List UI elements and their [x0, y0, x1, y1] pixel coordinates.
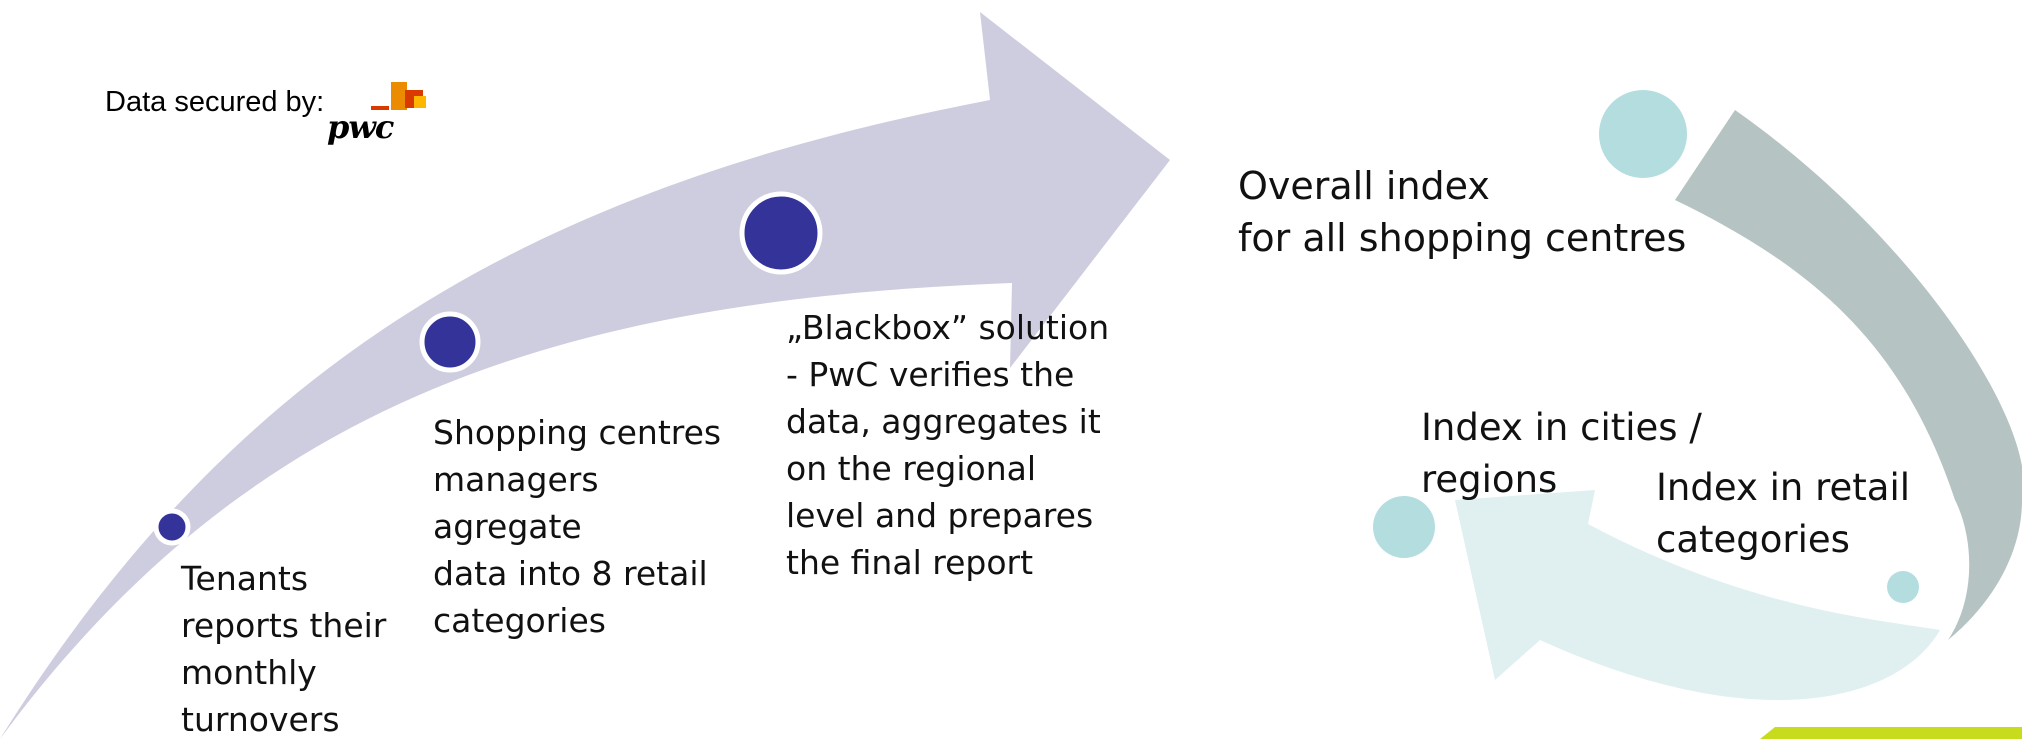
cities-index-label: Index in cities / regions — [1421, 406, 1702, 501]
cycle-dot-small — [1887, 571, 1919, 603]
pwc-logo: pwc — [327, 108, 394, 146]
step-2-label: Shopping centres managers agregate data … — [433, 413, 722, 640]
overall-index-label: Overall index for all shopping centres — [1238, 164, 1687, 260]
step-dot-3 — [739, 191, 823, 275]
data-secured-label: Data secured by: — [105, 86, 325, 118]
corner-accent — [1760, 727, 2022, 739]
cycle-arrow-gray — [1675, 110, 2022, 640]
step-dot-2 — [419, 311, 481, 373]
cycle-dot-medium — [1373, 496, 1435, 558]
pwc-logo-mark — [371, 82, 426, 110]
step-3-label: „Blackbox” solution - PwC verifies the d… — [786, 308, 1110, 582]
step-dot-1 — [153, 508, 191, 546]
cycle-arrow-light — [1455, 490, 1940, 701]
retail-index-label: Index in retail categories — [1656, 466, 1911, 561]
process-arrow — [0, 12, 1170, 739]
cycle-dot-large — [1599, 90, 1687, 178]
step-1-label: Tenants reports their monthly turnovers — [181, 559, 387, 739]
